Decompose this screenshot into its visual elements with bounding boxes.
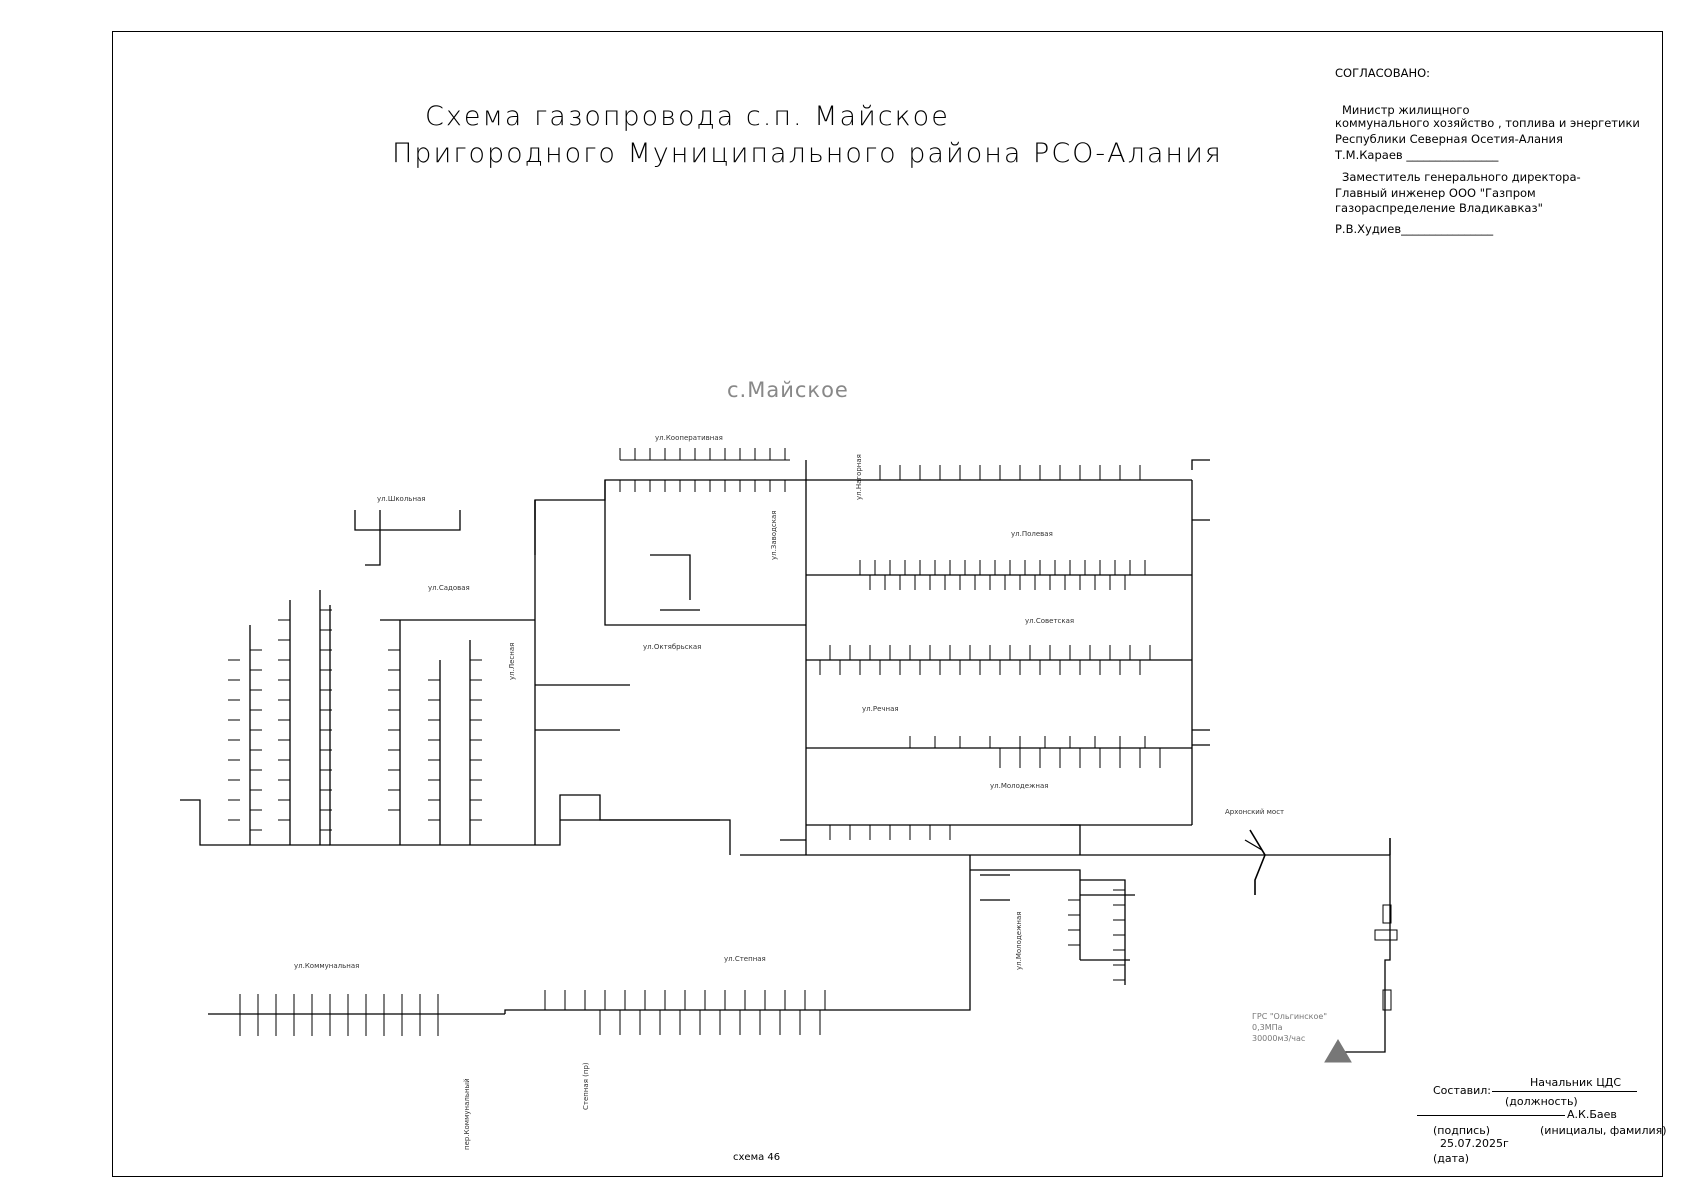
minister-line-2: коммунального хозяйство , топлива и энер… [1335, 116, 1640, 130]
street-label: ул.Советская [1025, 617, 1075, 625]
street-label: ул.Полевая [1011, 530, 1053, 538]
street-label: ул.Школьная [377, 495, 426, 503]
compiled-position-caption: (должность) [1505, 1095, 1578, 1108]
compiled-label: Составил: [1433, 1084, 1491, 1097]
trunk-from-grs [1335, 838, 1391, 1053]
street-label: ул.Степная [724, 955, 766, 963]
compiled-position: Начальник ЦДС [1530, 1076, 1622, 1089]
minister-line-1: Министр жилищного [1342, 103, 1470, 117]
date-caption: (дата) [1433, 1152, 1470, 1165]
title-line-1: Схема газопровода с.п. Майское [425, 101, 950, 132]
compiled-position-line [1492, 1083, 1637, 1092]
bridge-crossing [1249, 829, 1266, 895]
deputy-line-2: Главный инженер ООО "Газпром [1335, 186, 1536, 200]
grs-label-2: 0,3МПа [1252, 1023, 1283, 1032]
street-label: ул.Речная [862, 705, 899, 713]
deputy-signature: Р.В.Худиев________________ [1335, 222, 1494, 236]
scheme-number: схема 46 [733, 1152, 781, 1163]
grs-label-3: 30000м3/час [1252, 1034, 1306, 1043]
approval-header: СОГЛАСОВАНО: [1335, 66, 1431, 80]
signature-caption: (подпись) [1433, 1124, 1490, 1137]
village-label: с.Майское [727, 378, 849, 402]
street-label: ул.Коммунальная [294, 962, 360, 970]
deputy-line-3: газораспределение Владикавказ" [1335, 201, 1543, 215]
compiled-name-line [1417, 1107, 1565, 1116]
title-line-2: Пригородного Муниципального района РСО-А… [392, 138, 1223, 169]
name-caption: (инициалы, фамилия) [1540, 1124, 1667, 1137]
south-trunk [504, 855, 971, 1014]
grs-label-1: ГРС "Ольгинское" [1252, 1012, 1327, 1021]
street-label: ул.Октябрьская [643, 643, 702, 651]
grs-triangle-icon [1324, 1039, 1352, 1063]
central-trunk [805, 479, 1192, 855]
street-label: ул.Молодежная [990, 782, 1049, 790]
compiled-date: 25.07.2025г [1440, 1137, 1509, 1150]
compiled-name: А.К.Баев [1567, 1108, 1617, 1121]
minister-signature: Т.М.Караев ________________ [1335, 148, 1499, 162]
bridge-label: Архонский мост [1225, 808, 1285, 816]
street-label: ул.Кооперативная [655, 434, 723, 442]
minister-line-3: Республики Северная Осетия-Алания [1335, 132, 1563, 146]
deputy-line-1: Заместитель генерального директора- [1342, 170, 1581, 184]
street-label: ул.Садовая [428, 584, 470, 592]
drawing-frame [112, 31, 1663, 1177]
